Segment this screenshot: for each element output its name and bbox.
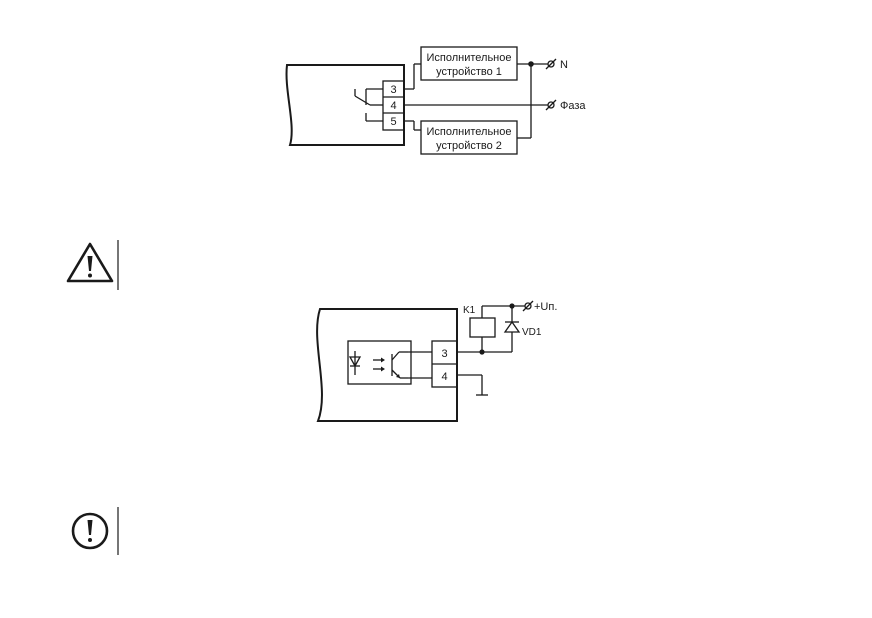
supply-terminal-symbol: [524, 302, 532, 310]
terminal-3-label-2: 3: [441, 348, 447, 360]
warning-triangle-icon: [66, 242, 114, 283]
relay-coil-k1: [469, 317, 496, 338]
phase-label: Фаза: [560, 100, 586, 112]
neutral-label: N: [560, 59, 568, 71]
terminal-5-label: 5: [390, 116, 396, 128]
transistor-output-diagram: 3 4: [316, 300, 557, 422]
terminal-3-label: 3: [390, 84, 396, 96]
actuator-2-label-line1: Исполнительное: [426, 126, 511, 138]
actuator-1-label-line2: устройство 1: [436, 66, 502, 78]
terminal-phase-symbol: [547, 101, 555, 109]
device-housing-1: [285, 64, 405, 146]
actuator-1-label-line1: Исполнительное: [426, 52, 511, 64]
actuator-2-label-line2: устройство 2: [436, 140, 502, 152]
terminal-4-label-2: 4: [441, 371, 447, 383]
supply-label: +Uп.: [534, 301, 557, 313]
device-housing-2: [316, 308, 458, 422]
terminal-4-label: 4: [390, 100, 396, 112]
relay-connection-diagram: 3 4 5 Исполнительное устройство 1 Исполн…: [285, 46, 586, 155]
diode-label: VD1: [522, 327, 542, 338]
relay-label: K1: [463, 305, 476, 316]
exclamation-circle-icon: [71, 512, 109, 550]
junction-dot: [528, 61, 534, 67]
optocoupler-symbol: [347, 340, 432, 385]
terminal-n-symbol: [547, 60, 555, 68]
changeover-contact-symbol: [354, 88, 383, 122]
diode-vd1: [503, 306, 521, 339]
